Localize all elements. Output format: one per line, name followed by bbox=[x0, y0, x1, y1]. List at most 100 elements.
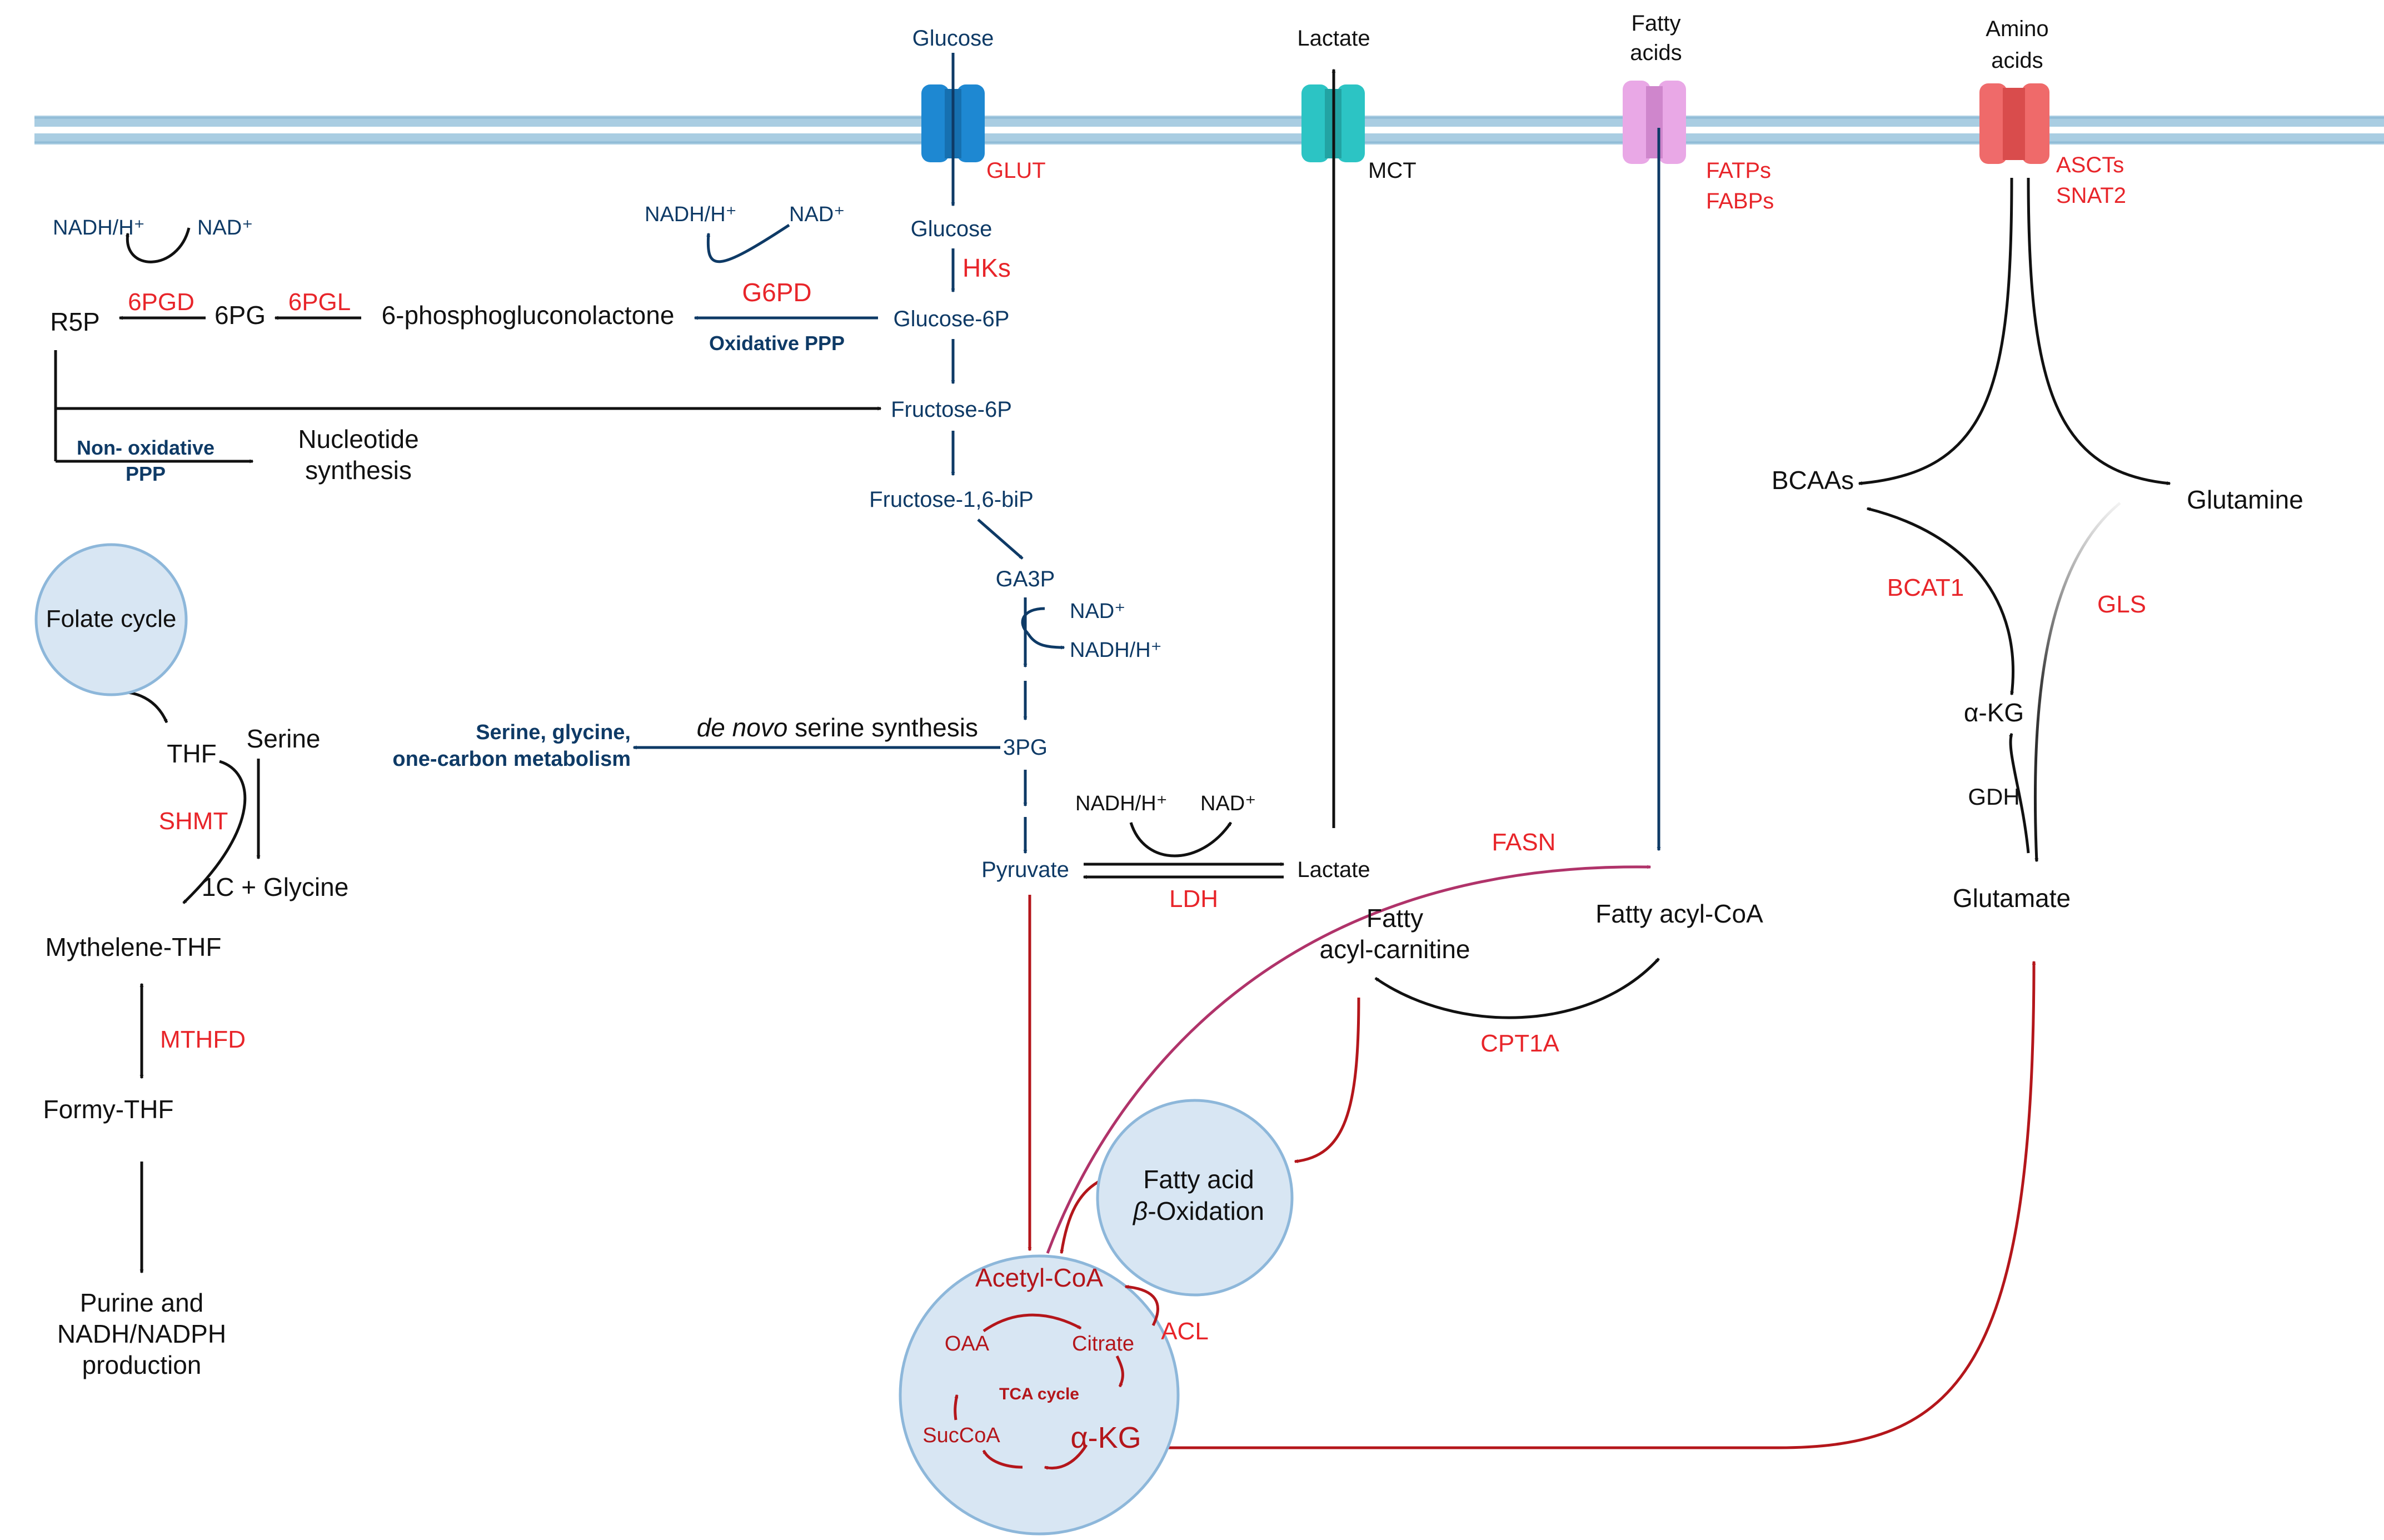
label-g6pd: G6PD bbox=[742, 278, 811, 307]
label-fatty-acids-line2: acids bbox=[1630, 41, 1682, 65]
label-acetyl-coa: Acetyl-CoA bbox=[975, 1263, 1103, 1292]
label-lactate: Lactate bbox=[1297, 858, 1370, 882]
asct-transporter bbox=[1979, 83, 2049, 164]
label-lactate-extracellular: Lactate bbox=[1297, 26, 1370, 51]
label-fructose-16bip: Fructose-1,6-biP bbox=[869, 487, 1034, 512]
label-purine-line3: production bbox=[82, 1350, 202, 1379]
label-succoa: SucCoA bbox=[922, 1424, 1000, 1447]
label-mct: MCT bbox=[1368, 158, 1417, 183]
tca-cycle-arrows bbox=[954, 1285, 1159, 1470]
label-glutamine: Glutamine bbox=[2187, 485, 2303, 514]
label-3pg: 3PG bbox=[1003, 735, 1048, 760]
label-amino-acids-line1: Amino bbox=[1986, 17, 2048, 41]
glycolysis-labels: Glucose HKs Glucose-6P Fructose-6P Fruct… bbox=[869, 217, 1370, 913]
label-ascts: ASCTs bbox=[2056, 153, 2124, 177]
label-fatps: FATPs bbox=[1706, 158, 1771, 183]
label-r5p: R5P bbox=[50, 307, 99, 336]
label-ga3p-nadh: NADH/H⁺ bbox=[1070, 639, 1162, 662]
label-6-phosphogluconolactone: 6-phosphogluconolactone bbox=[382, 301, 675, 330]
label-g6pd-nadh: NADH/H⁺ bbox=[645, 203, 737, 226]
label-6pgl: 6PGL bbox=[288, 288, 351, 316]
label-fatty-acyl-coa: Fatty acyl-CoA bbox=[1595, 899, 1763, 928]
tca-labels: Acetyl-CoA ACL Citrate OAA TCA cycle Suc… bbox=[922, 1263, 1209, 1454]
label-glucose-6p: Glucose-6P bbox=[894, 307, 1010, 331]
label-purine-line1: Purine and bbox=[80, 1288, 204, 1317]
label-beta-symbol: β bbox=[1132, 1197, 1148, 1225]
label-amino-akg: α-KG bbox=[1964, 698, 2024, 727]
label-bcaas: BCAAs bbox=[1772, 466, 1854, 495]
amino-acid-labels: BCAAs Glutamine BCAT1 GLS α-KG GDH Gluta… bbox=[1772, 466, 2303, 913]
glycolysis-arrows bbox=[632, 53, 1661, 854]
fatty-acid-labels: FASN Fatty acyl-CoA Fatty acyl-carnitine… bbox=[1132, 829, 1763, 1225]
label-non-oxidative-ppp-line2: PPP bbox=[126, 462, 166, 485]
label-ldh-nad: NAD⁺ bbox=[1200, 792, 1256, 815]
label-glut: GLUT bbox=[986, 158, 1046, 183]
label-citrate: Citrate bbox=[1072, 1332, 1134, 1355]
label-mthfd: MTHFD bbox=[160, 1026, 246, 1053]
label-snat2: SNAT2 bbox=[2056, 183, 2126, 208]
label-oxidation: -Oxidation bbox=[1148, 1197, 1264, 1225]
fasn-arrow bbox=[1046, 865, 1652, 1254]
label-oxidative-ppp: Oxidative PPP bbox=[709, 332, 845, 355]
black-arrows bbox=[54, 68, 2171, 1274]
label-purine-line2: NADH/NADPH bbox=[57, 1319, 226, 1348]
label-glucose: Glucose bbox=[911, 217, 992, 241]
label-acl: ACL bbox=[1161, 1318, 1209, 1345]
cell-membrane bbox=[34, 116, 2384, 144]
label-thf: THF bbox=[167, 739, 216, 768]
label-hks: HKs bbox=[962, 253, 1011, 282]
label-gdh: GDH bbox=[1968, 784, 2019, 810]
label-de-novo-italic: de novo bbox=[697, 713, 788, 742]
label-nucleotide-line2: synthesis bbox=[305, 456, 412, 485]
label-gls: GLS bbox=[2097, 591, 2146, 618]
label-pyruvate: Pyruvate bbox=[981, 858, 1069, 882]
ppp-labels: NADH/H⁺ NAD⁺ G6PD Oxidative PPP 6-phosph… bbox=[50, 203, 845, 485]
label-ga3p: GA3P bbox=[996, 567, 1055, 591]
label-ga3p-nad: NAD⁺ bbox=[1070, 600, 1125, 623]
label-fatty-acyl-carnitine-line1: Fatty bbox=[1366, 904, 1423, 933]
label-6pgd-nad: NAD⁺ bbox=[197, 216, 253, 240]
label-nucleotide-line1: Nucleotide bbox=[298, 425, 418, 453]
label-ldh: LDH bbox=[1169, 885, 1218, 913]
label-serine: Serine bbox=[247, 724, 321, 753]
label-glucose-extracellular: Glucose bbox=[912, 26, 994, 51]
transport-labels: Glucose GLUT Lactate MCT Fatty acids FAT… bbox=[912, 11, 2126, 213]
folate-cycle-circle bbox=[34, 543, 188, 696]
label-g6pd-nad: NAD⁺ bbox=[789, 203, 845, 226]
red-arrows bbox=[1028, 895, 2036, 1449]
label-fatty-acid-beta-line1: Fatty acid bbox=[1143, 1165, 1254, 1194]
label-6pgd: 6PGD bbox=[128, 288, 194, 316]
label-fabps: FABPs bbox=[1706, 189, 1774, 213]
label-ldh-nadh: NADH/H⁺ bbox=[1075, 792, 1168, 815]
label-glutamate: Glutamate bbox=[1953, 884, 2071, 913]
label-6pgd-nadh: NADH/H⁺ bbox=[53, 216, 145, 240]
label-oaa: OAA bbox=[945, 1332, 990, 1355]
label-fasn: FASN bbox=[1492, 829, 1556, 856]
serine-labels: de novo serine synthesis Serine, glycine… bbox=[392, 713, 978, 771]
tca-cycle-circle bbox=[899, 1254, 1180, 1536]
label-serine-synthesis: serine synthesis bbox=[787, 713, 978, 742]
folate-labels: Folate cycle THF Serine SHMT 1C + Glycin… bbox=[43, 605, 348, 1379]
label-bcat1: BCAT1 bbox=[1887, 574, 1964, 601]
gls-arrow bbox=[2033, 502, 2121, 863]
beta-oxidation-circle bbox=[1096, 1099, 1294, 1297]
label-fatty-acyl-carnitine-line2: acyl-carnitine bbox=[1320, 935, 1470, 964]
label-amino-acids-line2: acids bbox=[1991, 48, 2043, 73]
label-tca-akg: α-KG bbox=[1070, 1421, 1141, 1454]
label-glycine: 1C + Glycine bbox=[202, 873, 349, 901]
label-tca-cycle: TCA cycle bbox=[999, 1385, 1079, 1403]
label-cpt1a: CPT1A bbox=[1480, 1030, 1559, 1057]
label-serine-glycine-line2: one-carbon metabolism bbox=[392, 747, 631, 771]
label-shmt: SHMT bbox=[159, 808, 228, 835]
label-formyl-thf: Formy-THF bbox=[43, 1095, 173, 1124]
label-beta-oxidation: β-Oxidation bbox=[1132, 1197, 1264, 1225]
label-6pg: 6PG bbox=[215, 301, 266, 330]
label-methylene-thf: Mythelene-THF bbox=[46, 933, 222, 961]
label-non-oxidative-ppp-line1: Non- oxidative bbox=[77, 436, 215, 459]
label-de-novo-serine: de novo serine synthesis bbox=[697, 713, 978, 742]
label-fructose-6p: Fructose-6P bbox=[891, 397, 1012, 422]
label-serine-glycine-line1: Serine, glycine, bbox=[476, 721, 631, 744]
glut-transporter bbox=[921, 84, 985, 162]
